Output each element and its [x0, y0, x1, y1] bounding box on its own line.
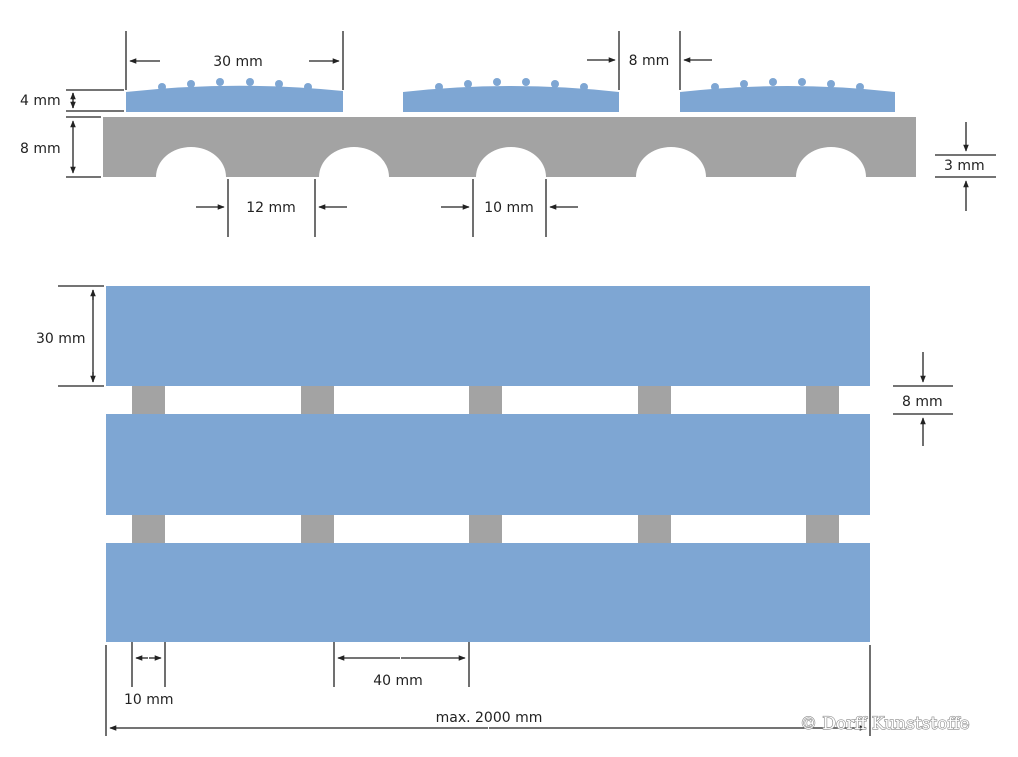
connector [638, 515, 671, 543]
rubber-strip [403, 78, 619, 112]
arch-gap-label: 10 mm [484, 200, 534, 216]
dimension-top-strip-width: 30 mm [36, 285, 104, 387]
connectors [132, 386, 839, 543]
arch-height-label: 3 mm [944, 158, 985, 174]
connector [132, 386, 165, 414]
cross-section: 30 mm 8 mm 4 mm 8 mm [20, 31, 996, 237]
dimension-max-length: max. 2000 mm [105, 645, 871, 736]
dimension-strip-width: 30 mm [125, 31, 344, 90]
connector [132, 515, 165, 543]
strip-width-label: 30 mm [213, 54, 263, 70]
dimension-base-height: 8 mm [20, 116, 101, 178]
strip-gap-label: 8 mm [629, 53, 670, 69]
connector [469, 386, 502, 414]
arch-width-label: 12 mm [246, 200, 296, 216]
dimension-arch-width: 12 mm [196, 179, 347, 237]
max-length-label: max. 2000 mm [436, 710, 543, 726]
connector [638, 386, 671, 414]
base-profile [103, 117, 916, 177]
connector [301, 515, 334, 543]
top-view: 30 mm 8 mm 10 mm 40 mm [36, 285, 953, 736]
dimension-strip-height: 4 mm [20, 89, 124, 112]
strip-height-label: 4 mm [20, 93, 61, 109]
copyright-watermark: © Dorff Kunststoffe [800, 714, 970, 734]
connector-width-label: 10 mm [124, 692, 174, 708]
dimension-arch-gap: 10 mm [441, 179, 578, 237]
connector [301, 386, 334, 414]
top-strip-gap-label: 8 mm [902, 394, 943, 410]
middle-strip [106, 414, 870, 515]
top-strip-width-label: 30 mm [36, 331, 86, 347]
rubber-strip [126, 78, 343, 112]
connector [806, 515, 839, 543]
rubber-strip [680, 78, 895, 112]
dimension-top-strip-gap: 8 mm [893, 352, 953, 446]
bottom-strip [106, 543, 870, 642]
dimension-arch-height: 3 mm [935, 122, 996, 211]
connector [469, 515, 502, 543]
dimension-strip-gap: 8 mm [587, 31, 712, 90]
dimension-connector-width: 10 mm [124, 642, 174, 708]
connector-spacing-label: 40 mm [373, 673, 423, 689]
connector [806, 386, 839, 414]
base-height-label: 8 mm [20, 141, 61, 157]
top-strip [106, 286, 870, 386]
dimension-connector-spacing: 40 mm [333, 642, 470, 689]
